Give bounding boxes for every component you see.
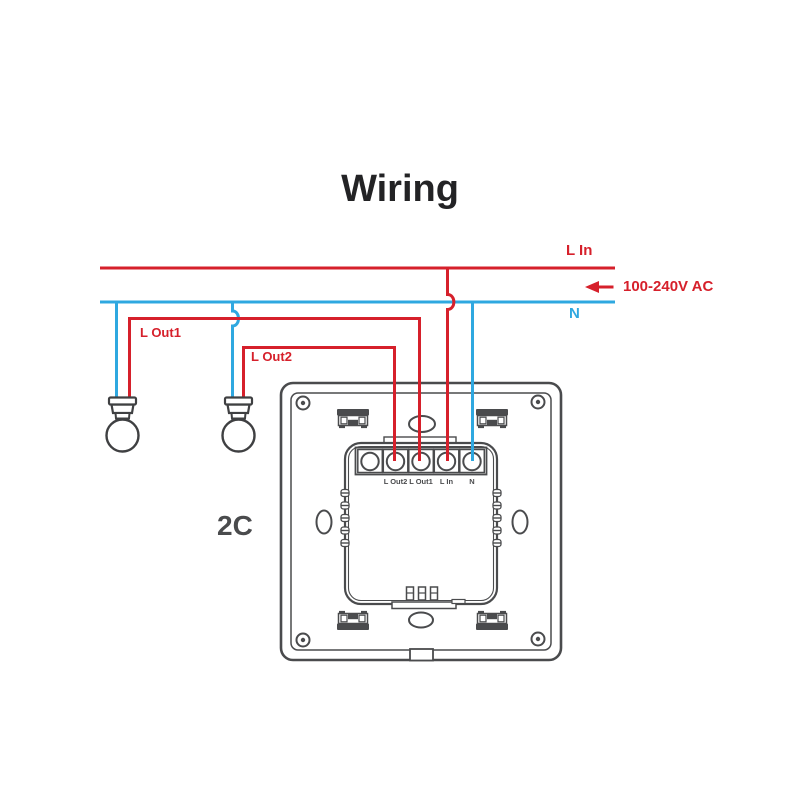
light-bulb-1 — [105, 396, 140, 453]
corner-screws — [295, 394, 546, 648]
left-arrow-icon — [585, 281, 599, 293]
bulb-globe — [105, 418, 140, 453]
bulb-neck — [230, 412, 247, 420]
voltage-label: 100-240V AC — [623, 278, 714, 295]
terminal-hole — [360, 451, 380, 472]
terminal-label-lin: L In — [439, 477, 454, 486]
bulb-flange — [107, 396, 138, 406]
live-wires — [100, 266, 615, 461]
page-title: Wiring — [341, 168, 459, 210]
gang-count-label: 2C — [217, 510, 253, 541]
plate-bottom-notch — [409, 648, 434, 662]
live-lin-drop-with-hop — [446, 268, 456, 461]
terminal-label-lout1: L Out1 — [409, 477, 433, 486]
terminal-label-n: N — [469, 477, 475, 486]
bulb-neck — [114, 412, 131, 420]
live-line-label: L In — [566, 242, 593, 259]
supply-arrow — [585, 281, 614, 293]
bulb-socket — [110, 403, 135, 415]
switch-module — [340, 436, 502, 662]
lout1-wire — [128, 317, 421, 461]
module-bottom-tabs — [391, 586, 466, 610]
lout2-wire — [242, 346, 396, 461]
bulb-globe — [221, 418, 256, 453]
lout2-wire-label: L Out2 — [251, 349, 292, 364]
bulb-socket — [226, 403, 251, 415]
terminal-label-lout2: L Out2 — [383, 477, 408, 486]
plate-oval-holes — [315, 415, 529, 629]
light-bulb-2 — [221, 396, 256, 453]
lout1-wire-label: L Out1 — [140, 325, 181, 340]
switch-back-plate — [279, 381, 563, 662]
bulb-flange — [223, 396, 254, 406]
neutral-line-label: N — [569, 305, 580, 322]
